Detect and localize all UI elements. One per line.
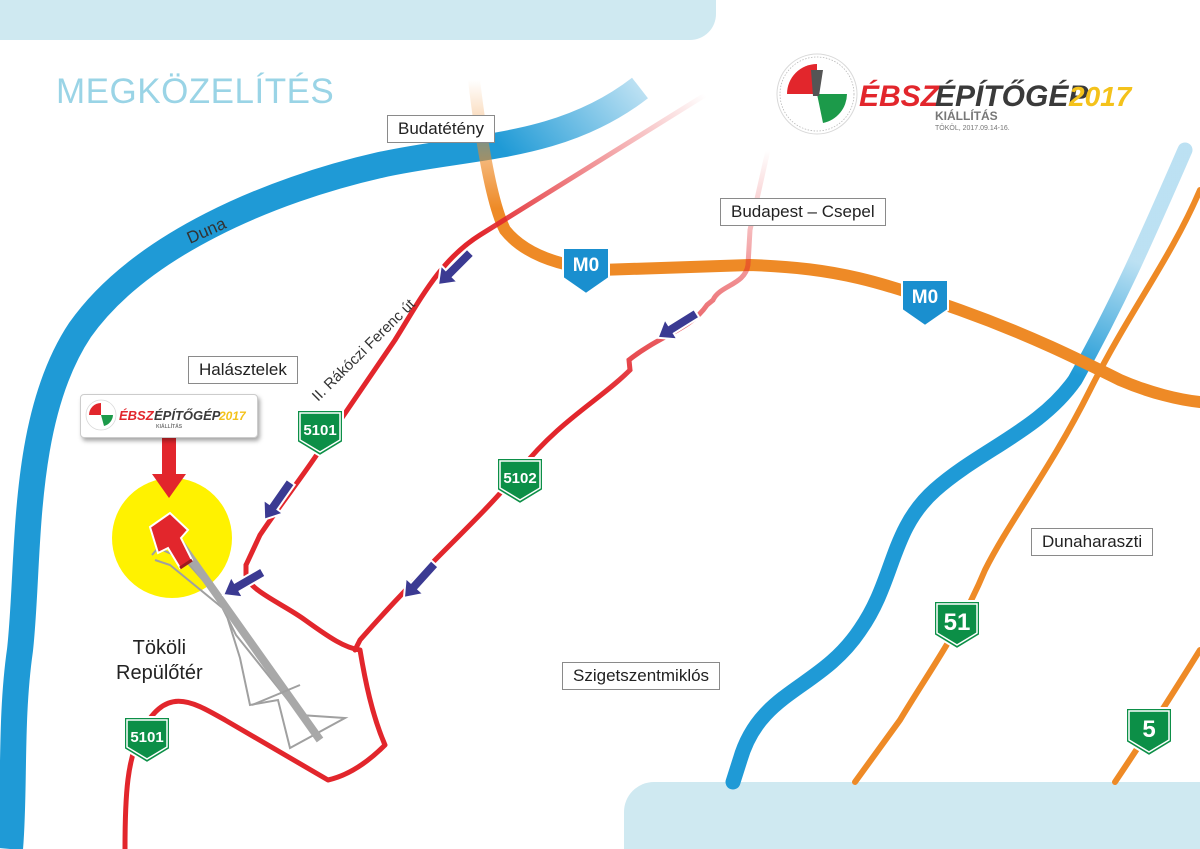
svg-text:KIÁLLÍTÁS: KIÁLLÍTÁS — [935, 108, 998, 123]
airport-runway — [174, 537, 324, 743]
svg-text:M0: M0 — [573, 255, 599, 276]
place-szigetszentmiklos: Szigetszentmiklós — [562, 662, 721, 690]
airport-label-line1: Tököli — [132, 637, 187, 659]
svg-text:51: 51 — [944, 609, 971, 636]
direction-arrows — [221, 247, 701, 600]
shield-5102: 5102 — [496, 457, 544, 506]
page-title: MEGKÖZELÍTÉS — [56, 72, 335, 111]
airport-label-line2: Repülőtér — [116, 662, 203, 684]
svg-text:ÉPÍTŐGÉP: ÉPÍTŐGÉP — [154, 408, 221, 423]
m0-motorway — [468, 74, 1200, 408]
road-51 — [852, 187, 1200, 785]
road-5102 — [352, 147, 771, 653]
river-branch — [725, 142, 1193, 790]
svg-text:TÖKÖL, 2017.09.14-16.: TÖKÖL, 2017.09.14-16. — [935, 124, 1010, 132]
top-banner — [0, 0, 716, 40]
danube-river — [0, 77, 648, 849]
shield-5: 5 — [1125, 707, 1173, 758]
svg-text:ÉBSZ: ÉBSZ — [119, 408, 155, 423]
bottom-banner — [624, 782, 1200, 849]
shield-5101-b: 5101 — [123, 716, 171, 765]
svg-text:ÉBSZ: ÉBSZ — [859, 79, 941, 113]
airport-access-road — [122, 562, 388, 849]
event-logo-emblem — [776, 53, 858, 135]
event-logo: ÉBSZ ÉPÍTŐGÉP 2017 KIÁLLÍTÁS TÖKÖL, 2017… — [776, 53, 1133, 135]
svg-text:5101: 5101 — [303, 422, 336, 439]
svg-text:5102: 5102 — [503, 470, 536, 487]
shield-51: 51 — [933, 600, 981, 651]
svg-text:5101: 5101 — [130, 729, 163, 746]
svg-text:2017: 2017 — [218, 409, 247, 423]
venue-marker — [148, 511, 194, 570]
road-5101-north — [243, 92, 708, 568]
place-halasztelek: Halásztelek — [188, 356, 298, 384]
svg-text:M0: M0 — [912, 287, 938, 308]
place-budapest-csepel: Budapest – Csepel — [720, 198, 886, 226]
venue-logo-callout: ÉBSZ ÉPÍTŐGÉP 2017 KIÁLLÍTÁS — [80, 394, 258, 438]
airport-taxiway — [251, 684, 301, 706]
venue-pointer-arrow — [152, 436, 186, 498]
place-dunaharaszti: Dunaharaszti — [1031, 528, 1154, 556]
svg-text:KIÁLLÍTÁS: KIÁLLÍTÁS — [156, 422, 183, 430]
svg-text:5: 5 — [1142, 716, 1155, 743]
shield-5101-a: 5101 — [296, 409, 344, 458]
svg-text:2017: 2017 — [1068, 81, 1133, 112]
shield-m0-b: M0 — [901, 279, 949, 328]
svg-text:ÉPÍTŐGÉP: ÉPÍTŐGÉP — [935, 79, 1089, 113]
shield-m0-a: M0 — [562, 247, 610, 296]
airport-label: Tököli Repülőtér — [116, 636, 203, 686]
place-budateteny: Budatétény — [387, 115, 496, 143]
